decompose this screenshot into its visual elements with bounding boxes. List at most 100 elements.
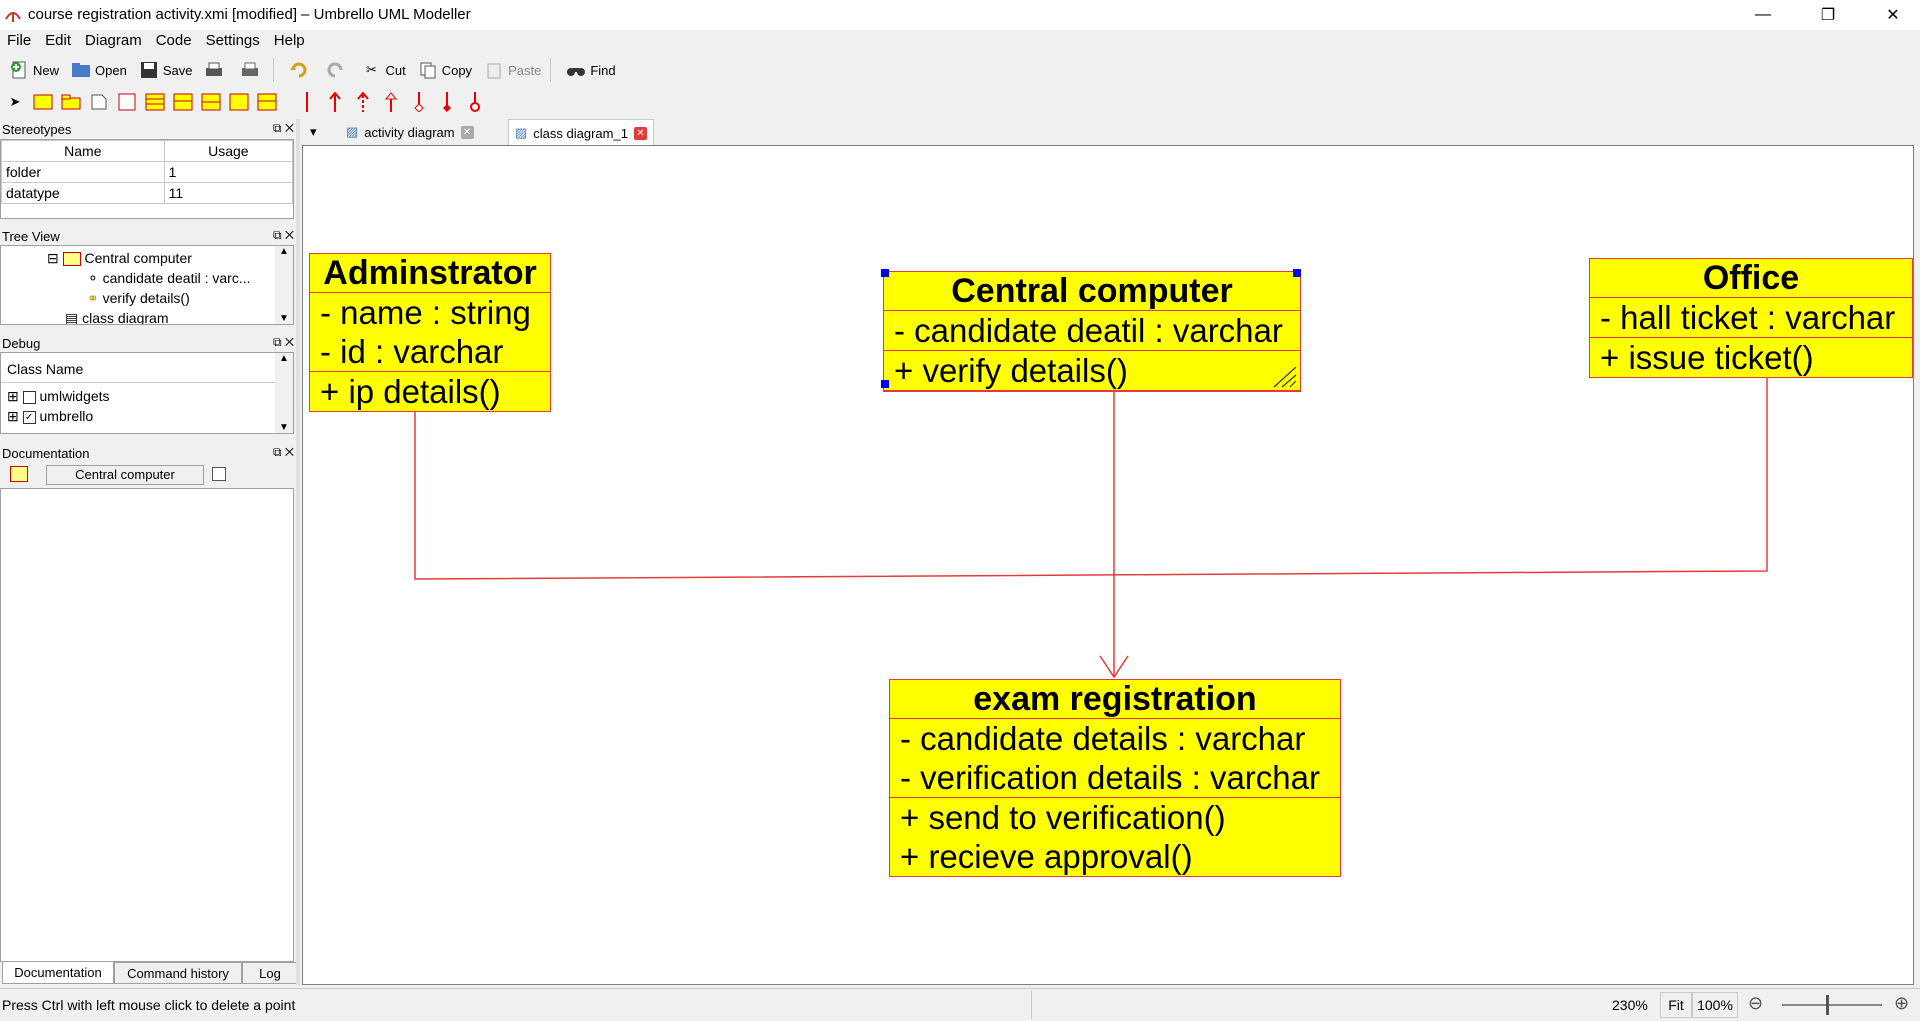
class-administrator[interactable]: Adminstrator - name : string - id : varc… bbox=[309, 253, 551, 412]
tab-command-history[interactable]: Command history bbox=[114, 962, 242, 984]
open-button[interactable]: Open bbox=[68, 57, 130, 83]
entity-icon[interactable] bbox=[256, 91, 278, 113]
attributes-section: - candidate deatil : varchar bbox=[884, 311, 1300, 351]
operations-section: + ip details() bbox=[310, 372, 550, 411]
zoom-in-icon[interactable]: ⊕ bbox=[1894, 993, 1910, 1013]
undo-button[interactable] bbox=[286, 57, 316, 83]
documentation-name-field[interactable]: Central computer bbox=[46, 465, 204, 485]
menu-settings[interactable]: Settings bbox=[205, 32, 260, 49]
checkbox-checked[interactable]: ✓ bbox=[22, 410, 36, 424]
new-tab-menu-icon[interactable]: ▾ bbox=[310, 124, 317, 139]
zoom-out-icon[interactable]: ⊖ bbox=[1748, 993, 1764, 1013]
enum-icon[interactable] bbox=[228, 91, 250, 113]
aggregation-icon[interactable] bbox=[408, 91, 430, 113]
operations-section: + verify details() bbox=[884, 351, 1300, 391]
column-usage[interactable]: Usage bbox=[163, 140, 294, 162]
diagram-icon: ▨ bbox=[346, 124, 359, 139]
panel-float-close-icons[interactable]: ⧉ ✕ bbox=[272, 228, 294, 242]
print-preview-icon bbox=[240, 60, 260, 80]
tree-item[interactable]: ⚭ verify details() bbox=[87, 290, 190, 307]
documentation-text-area[interactable] bbox=[0, 488, 294, 962]
interface-icon[interactable] bbox=[172, 91, 194, 113]
tree-item[interactable]: ⊟ Central computer bbox=[47, 250, 192, 267]
window-title: course registration activity.xmi [modifi… bbox=[28, 6, 471, 23]
cut-button[interactable]: ✂Cut bbox=[358, 57, 408, 83]
diagram-canvas[interactable]: Adminstrator - name : string - id : varc… bbox=[302, 145, 1914, 985]
close-window-button[interactable]: ✕ bbox=[1886, 7, 1900, 24]
main-toolbar: New Open Save ✂Cut Copy Paste Find bbox=[0, 55, 1920, 85]
zoom-slider[interactable] bbox=[1782, 1004, 1882, 1006]
tab-documentation[interactable]: Documentation bbox=[2, 962, 114, 984]
documentation-title: Documentation bbox=[2, 446, 90, 461]
resize-grip-icon[interactable] bbox=[1272, 367, 1298, 389]
operations-section: + send to verification() + recieve appro… bbox=[890, 798, 1340, 876]
select-arrow-icon[interactable]: ➤ bbox=[9, 94, 21, 109]
class-exam-registration[interactable]: exam registration - candidate details : … bbox=[889, 679, 1341, 877]
list-item-label: umlwidgets bbox=[39, 388, 110, 404]
umbrello-app-icon bbox=[5, 12, 21, 22]
menu-edit[interactable]: Edit bbox=[45, 32, 72, 49]
close-tab-icon[interactable]: ✕ bbox=[460, 125, 474, 139]
class-name: Central computer bbox=[884, 272, 1300, 311]
redo-button[interactable] bbox=[322, 57, 352, 83]
association-icon[interactable] bbox=[296, 91, 318, 113]
panel-float-close-icons[interactable]: ⧉ ✕ bbox=[272, 121, 294, 135]
divider bbox=[1, 382, 275, 383]
save-button[interactable]: Save bbox=[136, 57, 196, 83]
minimize-button[interactable]: — bbox=[1755, 6, 1771, 23]
splitter[interactable] bbox=[296, 119, 300, 985]
panel-float-close-icons[interactable]: ⧉ ✕ bbox=[272, 335, 294, 349]
checkbox[interactable] bbox=[22, 390, 36, 404]
association-admin-to-junction[interactable] bbox=[414, 378, 1768, 580]
list-item[interactable]: ⊞ ✓ umbrello bbox=[7, 408, 94, 424]
tree-item[interactable]: ▤ class diagram bbox=[65, 310, 169, 325]
class-icon[interactable] bbox=[144, 91, 166, 113]
scrollbar[interactable]: ▲▼ bbox=[275, 353, 293, 433]
new-button[interactable]: New bbox=[6, 57, 62, 83]
tab-log[interactable]: Log bbox=[242, 962, 298, 984]
class-office[interactable]: Office - hall ticket : varchar + issue t… bbox=[1589, 258, 1913, 378]
maximize-button[interactable]: ❐ bbox=[1820, 7, 1836, 24]
selection-handle[interactable] bbox=[881, 380, 889, 388]
selection-handle[interactable] bbox=[881, 269, 889, 277]
find-button[interactable]: Find bbox=[563, 57, 618, 83]
print-button[interactable] bbox=[201, 57, 231, 83]
menu-file[interactable]: File bbox=[7, 32, 32, 49]
menu-diagram[interactable]: Diagram bbox=[85, 32, 142, 49]
package-icon[interactable] bbox=[60, 91, 82, 113]
tab-class-diagram[interactable]: ▨ class diagram_1 ✕ bbox=[508, 119, 654, 146]
class-central-computer[interactable]: Central computer - candidate deatil : va… bbox=[883, 271, 1301, 392]
object-icon[interactable] bbox=[32, 91, 54, 113]
class-name: exam registration bbox=[890, 680, 1340, 719]
panel-float-close-icons[interactable]: ⧉ ✕ bbox=[272, 445, 294, 459]
menu-code[interactable]: Code bbox=[155, 32, 192, 49]
tab-activity-diagram[interactable]: ▨ activity diagram ✕ bbox=[340, 119, 480, 145]
print-preview-button[interactable] bbox=[237, 57, 267, 83]
printer-icon bbox=[204, 60, 224, 80]
box-icon[interactable] bbox=[116, 91, 138, 113]
zoom-slider-handle[interactable] bbox=[1826, 995, 1829, 1015]
zoom-100-button[interactable]: 100% bbox=[1692, 992, 1738, 1018]
tree-item-label: class diagram bbox=[82, 310, 169, 325]
column-class-name[interactable]: Class Name bbox=[7, 361, 84, 377]
menu-help[interactable]: Help bbox=[273, 32, 305, 49]
list-item[interactable]: ⊞ umlwidgets bbox=[7, 388, 110, 404]
selection-handle[interactable] bbox=[1293, 269, 1301, 277]
containment-icon[interactable] bbox=[464, 91, 486, 113]
zoom-fit-button[interactable]: Fit bbox=[1660, 992, 1692, 1018]
dependency-icon[interactable] bbox=[352, 91, 374, 113]
documentation-checkbox[interactable] bbox=[212, 467, 226, 481]
datatype-icon[interactable] bbox=[200, 91, 222, 113]
copy-button[interactable]: Copy bbox=[415, 57, 475, 83]
tree-item[interactable]: ⚬ candidate deatil : varc... bbox=[87, 270, 251, 287]
directed-association-icon[interactable] bbox=[324, 91, 346, 113]
generalization-icon[interactable] bbox=[380, 91, 402, 113]
close-tab-icon[interactable]: ✕ bbox=[633, 126, 647, 140]
paste-button[interactable]: Paste bbox=[481, 57, 544, 83]
scrollbar[interactable]: ▲▼ bbox=[275, 246, 293, 324]
column-name[interactable]: Name bbox=[1, 140, 165, 162]
composition-icon[interactable] bbox=[436, 91, 458, 113]
note-icon[interactable] bbox=[88, 91, 110, 113]
